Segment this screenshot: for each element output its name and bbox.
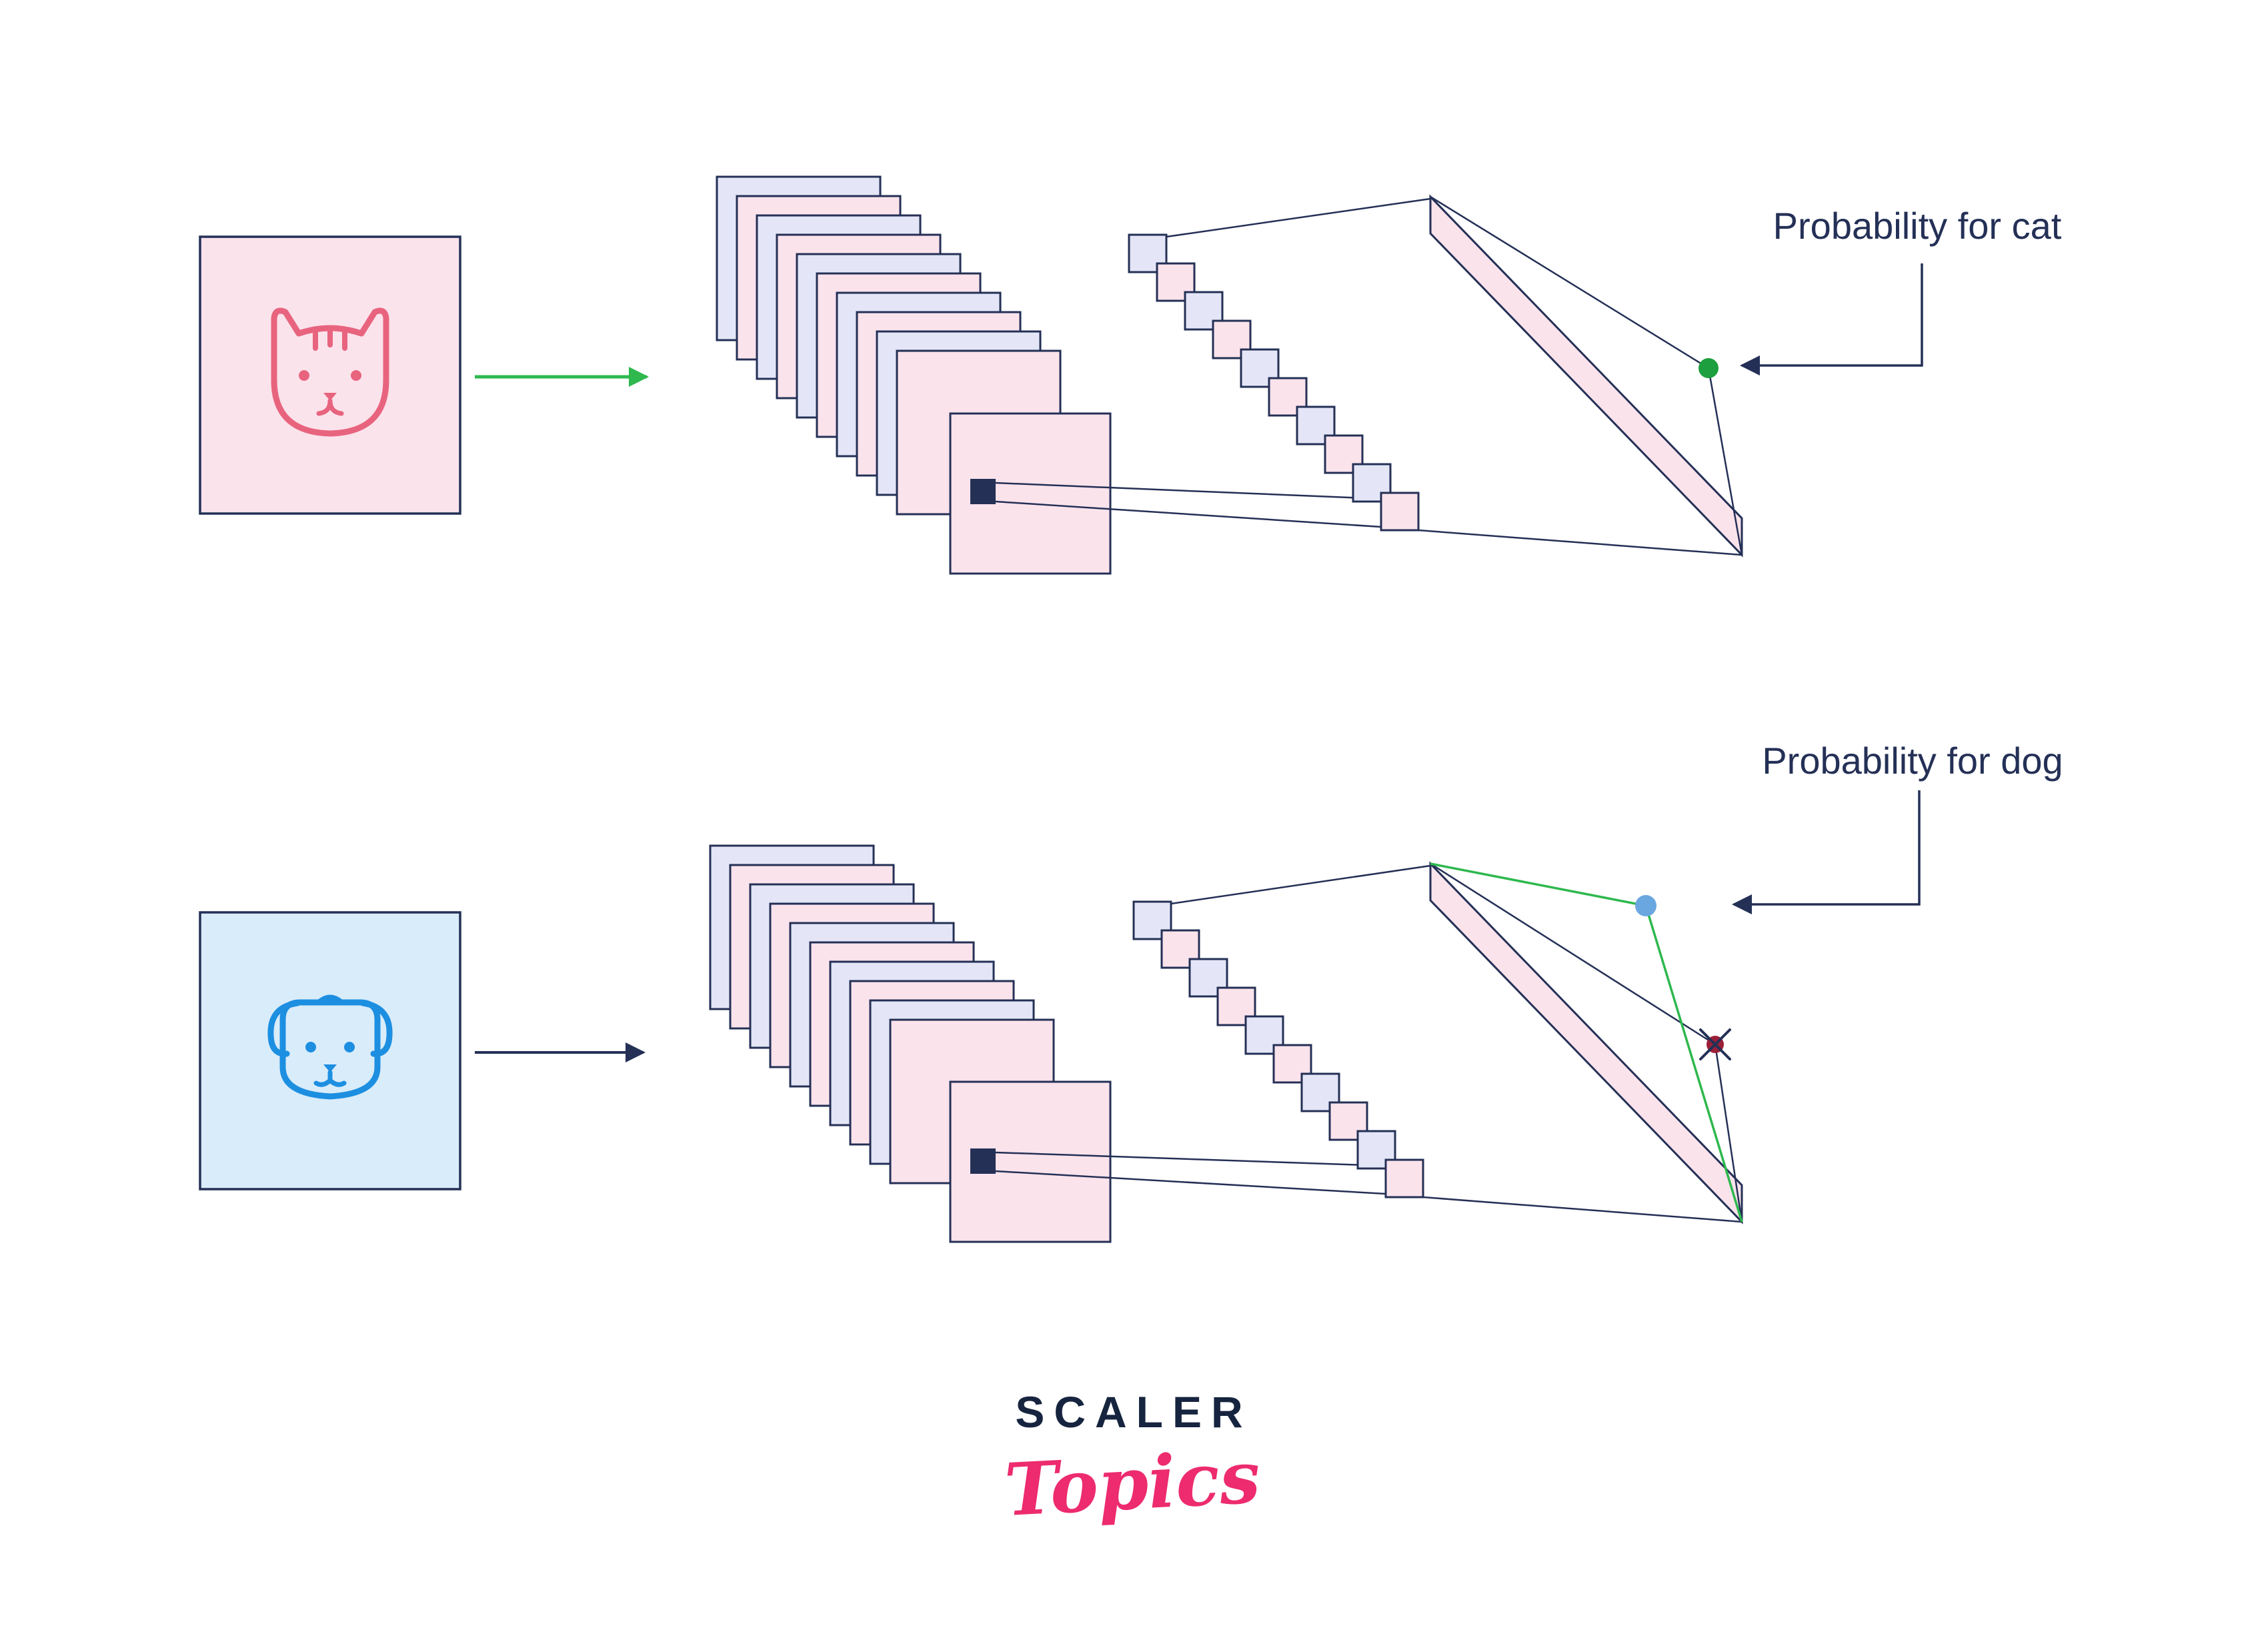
dense-to-output-line (1430, 195, 1709, 369)
dog-input-image (199, 911, 461, 1190)
dense-to-rejected-line (1430, 862, 1716, 1046)
dog-flatten-vector (1132, 900, 1424, 1198)
dog-pipeline: Probability for dog (199, 740, 2063, 1243)
dog-icon (267, 994, 393, 1100)
cat-conv-stack (716, 175, 1112, 575)
cat-label-pointer-arrow (1740, 263, 1923, 375)
patch-to-flatten-line (995, 482, 1382, 500)
cat-probability-label: Probability for cat (1773, 205, 2062, 247)
patch-to-flatten-line (995, 500, 1382, 528)
dog-conv-stack (709, 844, 1112, 1243)
output-to-tip-line-green (1644, 905, 1743, 1222)
dog-label-pointer-arrow (1732, 790, 1921, 914)
cat-dense-layer (1429, 194, 1743, 558)
patch-to-flatten-line (995, 1170, 1386, 1195)
dense-to-output-line-green (1430, 862, 1646, 907)
cat-pipeline: Probability for cat (199, 175, 2062, 575)
logo-brand-text: SCALER (1015, 1387, 1252, 1437)
flatten-cell (1380, 492, 1420, 532)
scaler-topics-logo: SCALER Topics (1002, 1387, 1262, 1533)
cat-input-image (199, 235, 461, 515)
rejected-to-tip-line (1714, 1044, 1743, 1222)
cat-output-node (1698, 358, 1719, 378)
patch-to-flatten-line (995, 1151, 1386, 1167)
receptive-field-patch (970, 1148, 996, 1174)
cat-flatten-vector (1128, 233, 1420, 532)
cat-icon (271, 307, 389, 437)
dog-probability-label: Probability for dog (1762, 740, 2063, 782)
flatten-to-dense-line (1422, 1196, 1743, 1223)
flatten-to-dense-line (1170, 864, 1431, 905)
dog-output-node (1635, 895, 1656, 916)
dense-to-output-line (1707, 367, 1743, 556)
receptive-field-patch (970, 479, 996, 504)
dog-dense-layer (1429, 861, 1743, 1225)
flatten-to-dense-line (1166, 197, 1431, 238)
logo-sub-text: Topics (1002, 1435, 1262, 1533)
flatten-cell (1384, 1158, 1424, 1198)
flatten-to-dense-line (1418, 529, 1743, 556)
rejected-cross-icon (1699, 1028, 1731, 1060)
